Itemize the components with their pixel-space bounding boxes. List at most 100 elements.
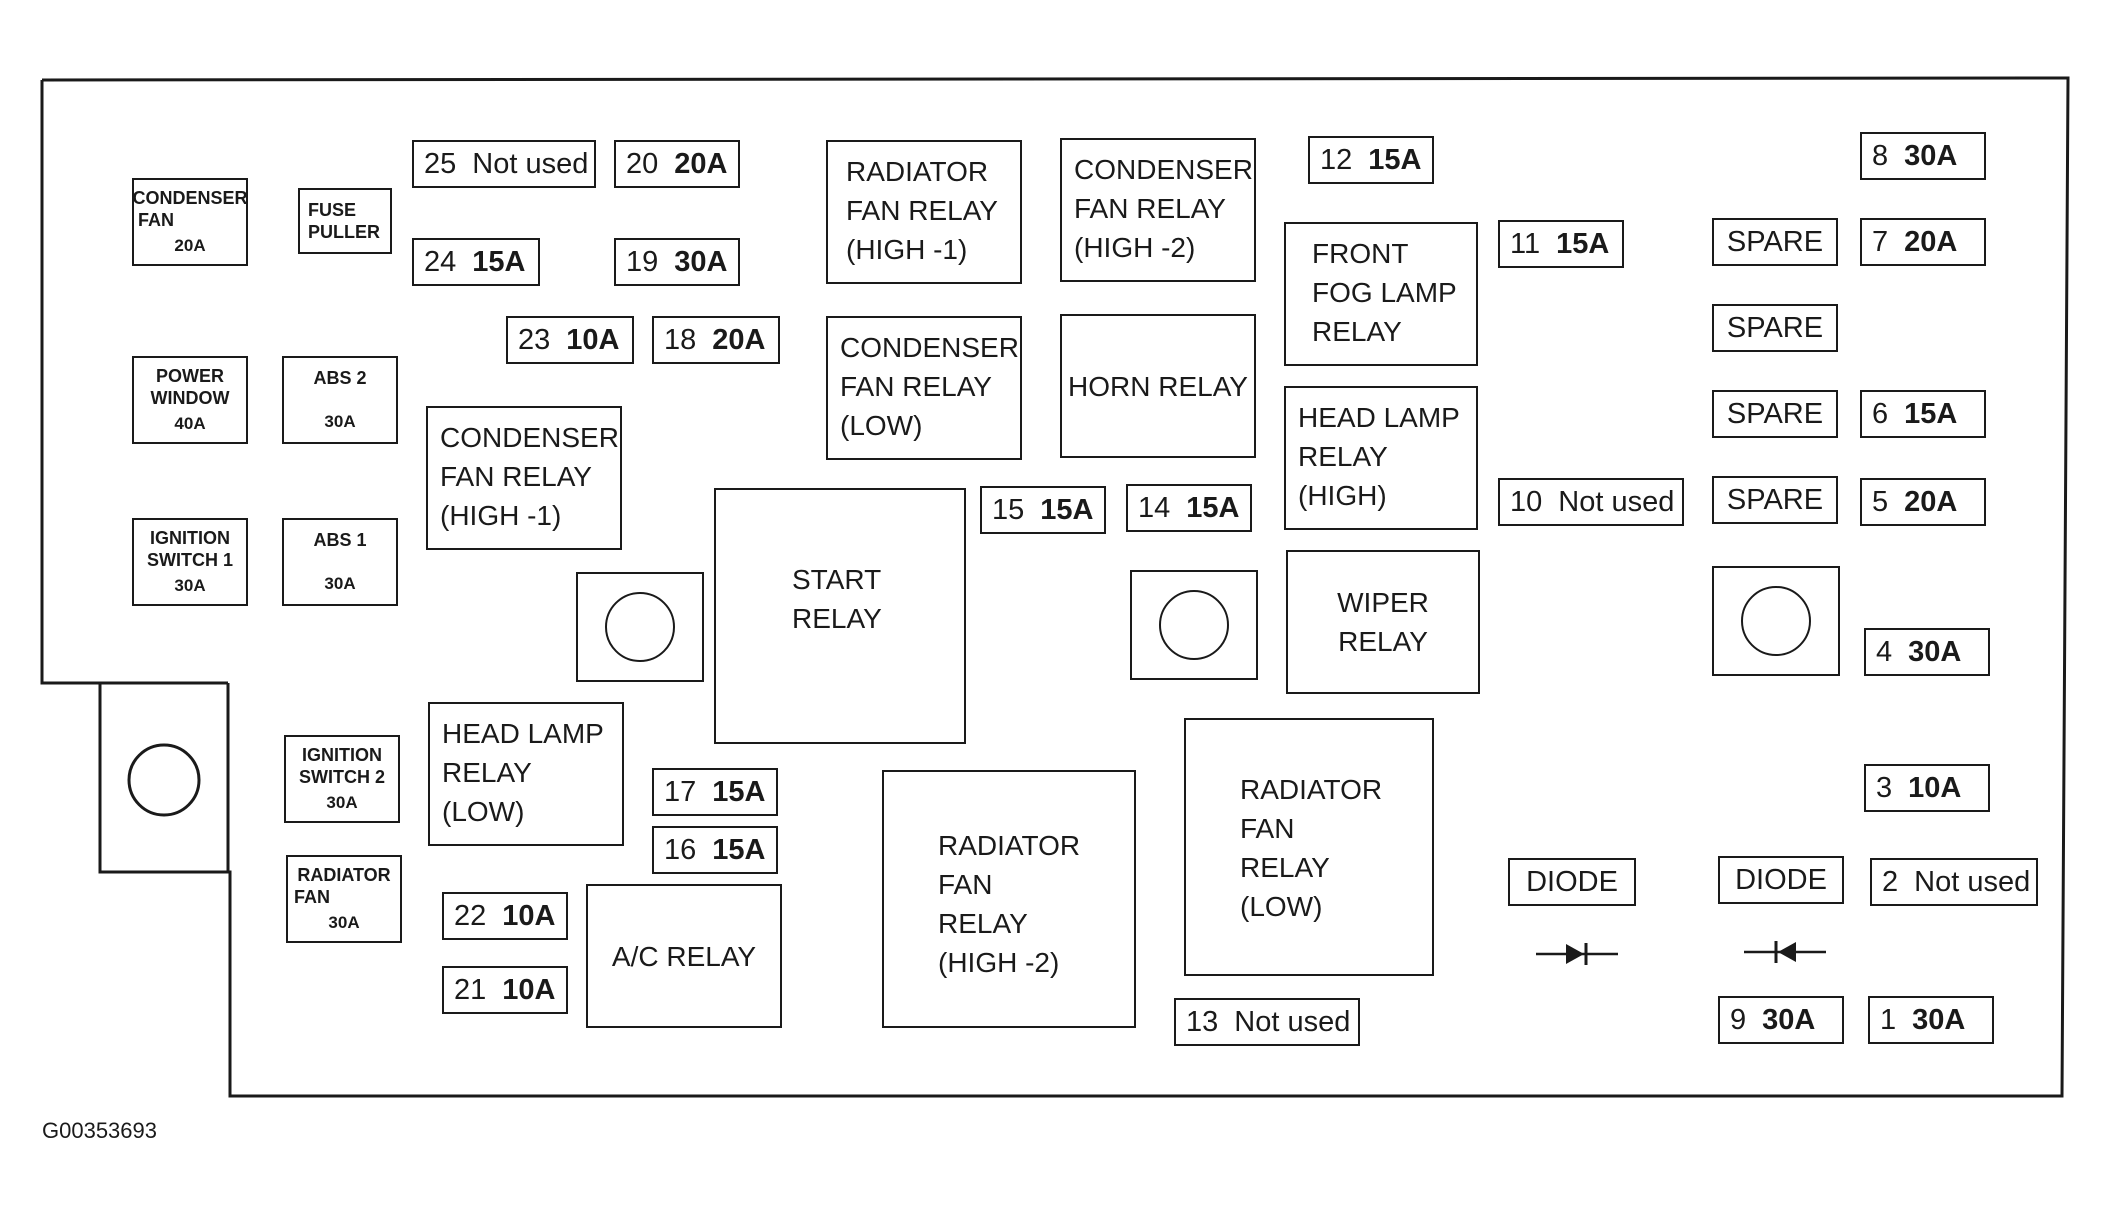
fuse-rating: Not used [1558,485,1675,518]
mounting-hole-icon [1741,586,1811,656]
fuse-number: 2 [1882,865,1899,898]
fuse-2: 2 Not used [1870,858,2038,906]
fuse-number: 15 [992,493,1025,526]
fuse-16: 16 15A [652,826,778,874]
relay-label-line: FAN [938,869,993,900]
label-line: PULLER [308,222,380,242]
fuse-rating: 15A [712,833,766,866]
relay-label-line: RELAY [792,603,882,634]
fuse-rating: 10A [566,323,620,356]
amperage: 40A [174,414,206,433]
fuse-number: 11 [1510,227,1541,260]
label-line: ABS 1 [313,530,367,550]
fuse-8: 8 30A [1860,132,1986,180]
diode-label: DIODE [1526,865,1618,898]
fuse-rating: 30A [1904,139,1958,172]
fuse-14: 14 15A [1126,484,1252,532]
relay-label-line: RELAY [442,757,532,788]
diode-right: DIODE [1718,856,1844,904]
head-lamp-relay-high: HEAD LAMP RELAY (HIGH) [1284,386,1478,530]
amperage: 30A [328,913,360,932]
fuse-rating: 20A [1904,225,1958,258]
fuse-rating: Not used [472,147,589,180]
mounting-hole-icon [1159,590,1229,660]
relay-label-line: START [792,564,882,595]
relay-label-line: FAN [1240,813,1295,844]
fuse-number: 4 [1876,635,1893,668]
abs2-fuse: ABS 2 30A [282,356,398,444]
fuse-number: 8 [1872,139,1889,172]
spare-fuse-3: SPARE [1712,390,1838,438]
fuse-rating: 10A [1908,771,1962,804]
radiator-fan-relay-low: RADIATOR FAN RELAY (LOW) [1184,718,1434,976]
fuse-15: 15 15A [980,486,1106,534]
spare-fuse-1: SPARE [1712,218,1838,266]
fuse-rating: Not used [1914,865,2031,898]
relay-label-line: FAN RELAY [1074,193,1226,224]
fuse-rating: 15A [712,775,766,808]
fuse-rating: 15A [1186,491,1240,524]
relay-label-line: (LOW) [1240,891,1323,922]
label-line: POWER [155,366,224,386]
wiper-relay: WIPER RELAY [1286,550,1480,694]
condenser-fan-relay-low: CONDENSER FAN RELAY (LOW) [826,316,1022,460]
label-line: IGNITION [302,745,382,765]
relay-label-line: (HIGH -2) [938,947,1060,978]
fuse-number: 7 [1872,225,1889,258]
start-relay: START RELAY [714,488,966,744]
fuse-rating: 15A [1368,143,1422,176]
spare-label: SPARE [1726,311,1824,344]
fuse-number: 19 [626,245,659,278]
spare-label: SPARE [1726,397,1824,430]
radiator-fan-relay-high1: RADIATOR FAN RELAY (HIGH -1) [826,140,1022,284]
fuse-rating: 20A [712,323,766,356]
fuse-number: 16 [664,833,697,866]
spare-label: SPARE [1726,483,1824,516]
head-lamp-relay-low: HEAD LAMP RELAY (LOW) [428,702,624,846]
diode-left: DIODE [1508,858,1636,906]
fuse-rating: 15A [472,245,526,278]
label-line: SWITCH 1 [146,550,233,570]
label-line: ABS 2 [313,368,367,388]
fuse-number: 10 [1510,485,1543,518]
condenser-fan-fuse: CONDENSER FAN 20A [132,178,248,266]
fuse-number: 9 [1730,1003,1747,1036]
relay-label-line: (HIGH) [1298,480,1387,511]
diode-label: DIODE [1735,863,1827,896]
ignition-switch1-fuse: IGNITION SWITCH 1 30A [132,518,248,606]
relay-label-line: FAN RELAY [846,195,998,226]
fuse-number: 14 [1138,491,1171,524]
relay-label-line: FAN RELAY [840,371,992,402]
label-line: FUSE [308,200,357,220]
diode-symbol-right [1744,941,1826,963]
fuse-number: 12 [1320,143,1353,176]
relay-label-line: RADIATOR [846,156,989,187]
mounting-hole-box [576,572,704,682]
relay-label-line: WIPER [1337,587,1429,618]
relay-label-line: (LOW) [442,796,525,827]
power-window-fuse: POWER WINDOW 40A [132,356,248,444]
relay-label-line: RELAY [938,908,1028,939]
fuse-number: 5 [1872,485,1889,518]
label-line: CONDENSER [132,188,248,208]
relay-label-line: HEAD LAMP [442,718,604,749]
fuse-number: 6 [1872,397,1889,430]
relay-label-line: CONDENSER [440,422,619,453]
relay-label-line: (HIGH -2) [1074,232,1196,263]
fuse-rating: 15A [1040,493,1094,526]
label-line: FAN [294,887,330,907]
relay-label-line: RELAY [1338,626,1428,657]
mounting-hole-icon [605,592,675,662]
condenser-fan-relay-high1: CONDENSER FAN RELAY (HIGH -1) [426,406,622,550]
label-line: WINDOW [150,388,230,408]
